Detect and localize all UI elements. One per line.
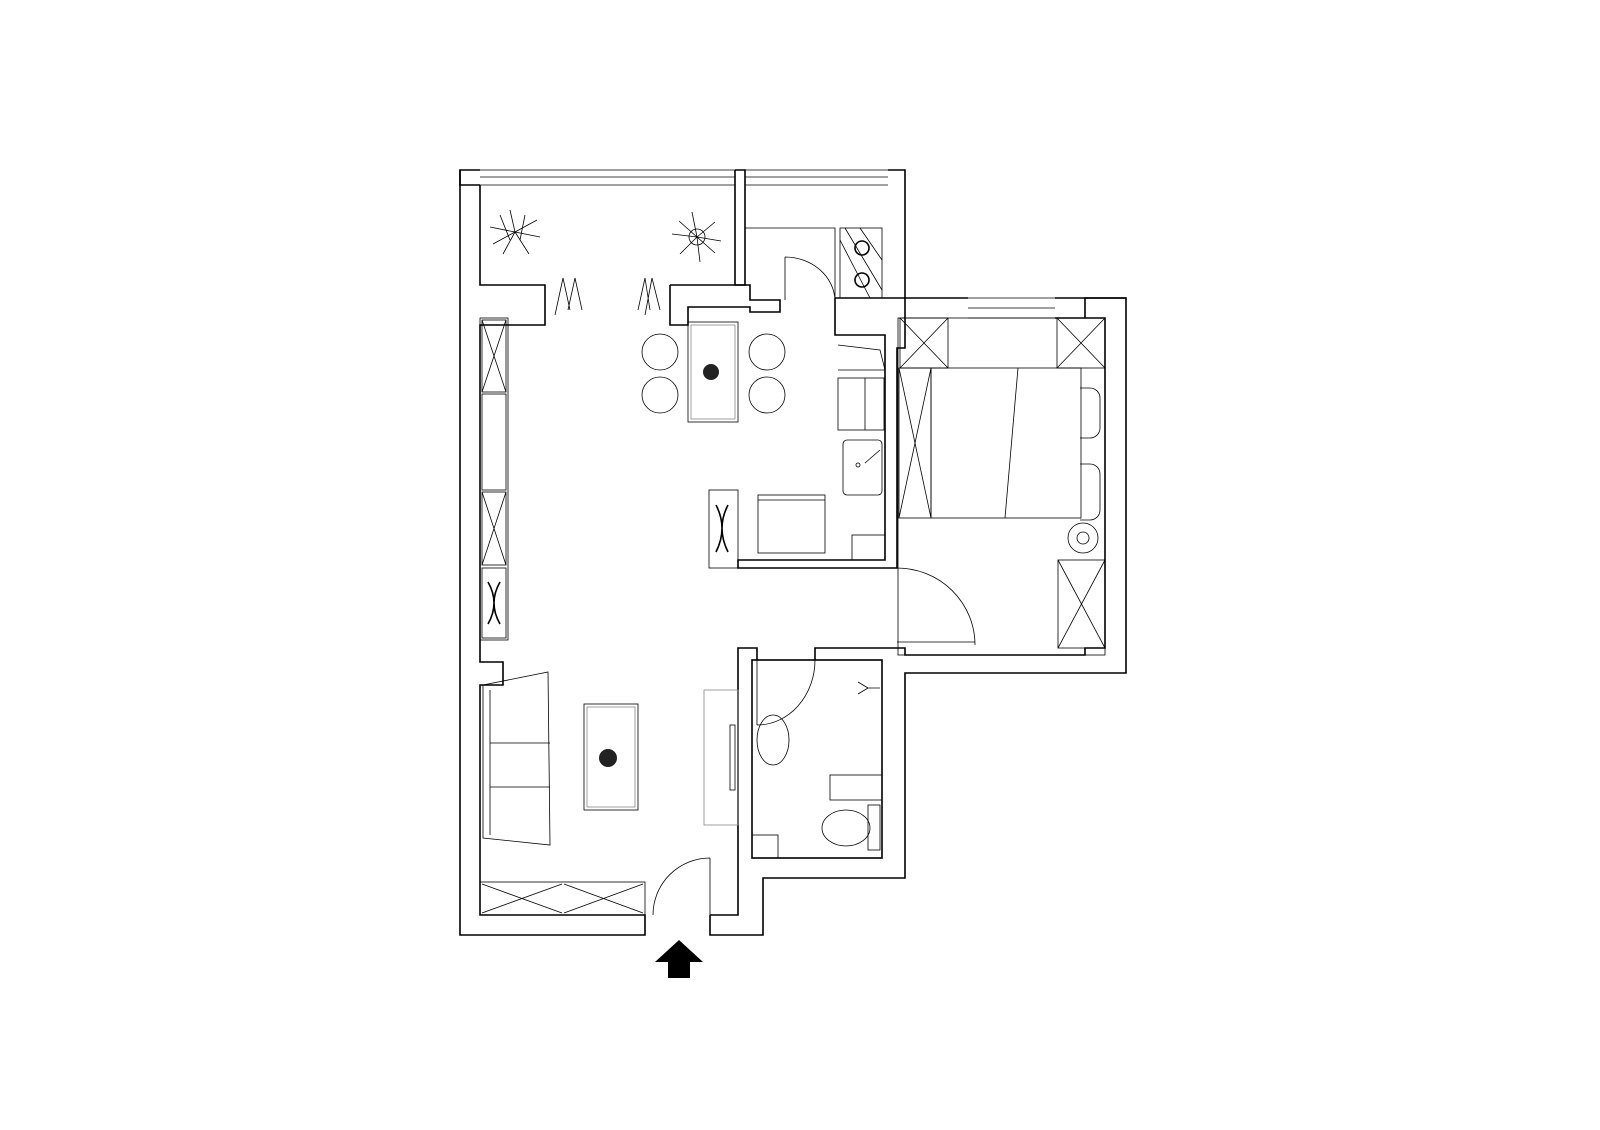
tv-console: [703, 689, 739, 826]
plant-icon: [489, 209, 541, 255]
living-room: [479, 671, 739, 916]
stove-icon: [839, 227, 883, 299]
sofa: [482, 671, 551, 846]
bedroom-door: [896, 567, 976, 646]
flower-vase-icon: [703, 364, 719, 380]
fridge: [837, 377, 885, 431]
sink-icon: [842, 439, 883, 496]
bathroom-door: [756, 659, 816, 726]
bedroom: [898, 317, 1106, 649]
coffee-table: [583, 703, 639, 811]
outer-walls: [459, 169, 1127, 936]
bed: [930, 367, 1082, 519]
flower-vase-icon: [599, 749, 617, 767]
plant-icon: [671, 211, 722, 263]
kitchen: [708, 227, 886, 569]
entry-arrow-icon: [655, 940, 703, 978]
left-wall-cabinets: [479, 317, 509, 641]
lamp-icon: [1067, 522, 1099, 554]
bathroom: [751, 681, 883, 859]
shower-icon: [857, 681, 880, 695]
sink-icon: [756, 714, 790, 766]
balcony-folding-door: [554, 277, 661, 316]
kitchen-door: [784, 256, 836, 301]
dining-set: [641, 321, 786, 423]
doors: [554, 256, 976, 916]
toilet-icon: [821, 809, 871, 847]
entry-door: [652, 857, 711, 916]
windows: [480, 169, 1055, 319]
